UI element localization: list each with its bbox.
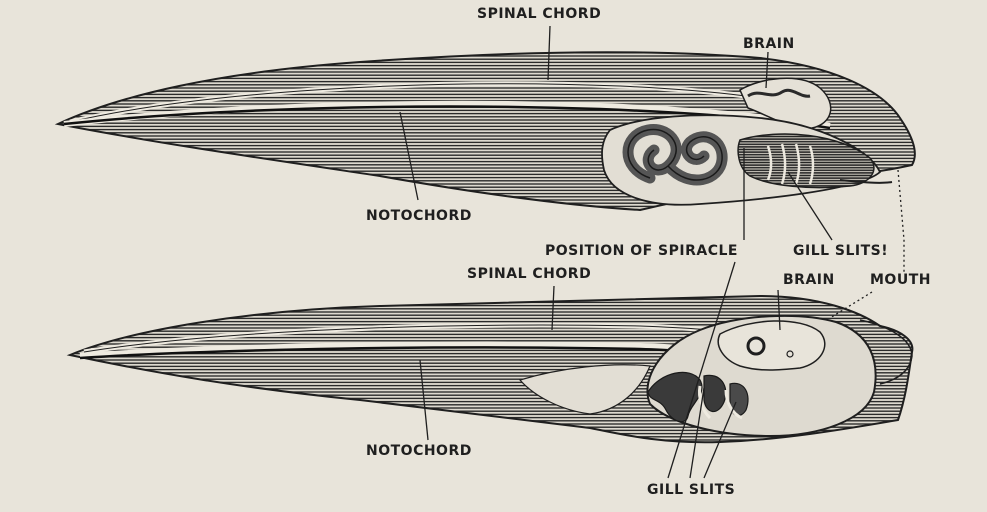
label-position-of-spiracle: POSITION OF SPIRACLE xyxy=(545,243,738,259)
label-mouth: MOUTH xyxy=(870,272,931,288)
bottom-brain-region xyxy=(717,320,826,371)
label-bottom-spinal-chord: SPINAL CHORD xyxy=(467,266,592,282)
label-top-brain: BRAIN xyxy=(743,36,795,52)
top-embryo xyxy=(54,51,916,212)
top-notochord-band xyxy=(63,100,831,129)
bottom-embryo xyxy=(66,294,914,444)
label-top-gill-slits: GILL SLITS! xyxy=(793,243,889,259)
bottom-gill-structures xyxy=(647,371,703,423)
top-gill-region xyxy=(737,133,875,189)
label-bottom-gill-slits: GILL SLITS xyxy=(647,482,736,498)
label-top-notochord: NOTOCHORD xyxy=(366,208,472,224)
label-bottom-notochord: NOTOCHORD xyxy=(366,443,472,459)
label-top-spinal-chord: SPINAL CHORD xyxy=(477,6,602,22)
label-bottom-brain: BRAIN xyxy=(783,272,835,288)
leader-lines xyxy=(399,25,905,479)
